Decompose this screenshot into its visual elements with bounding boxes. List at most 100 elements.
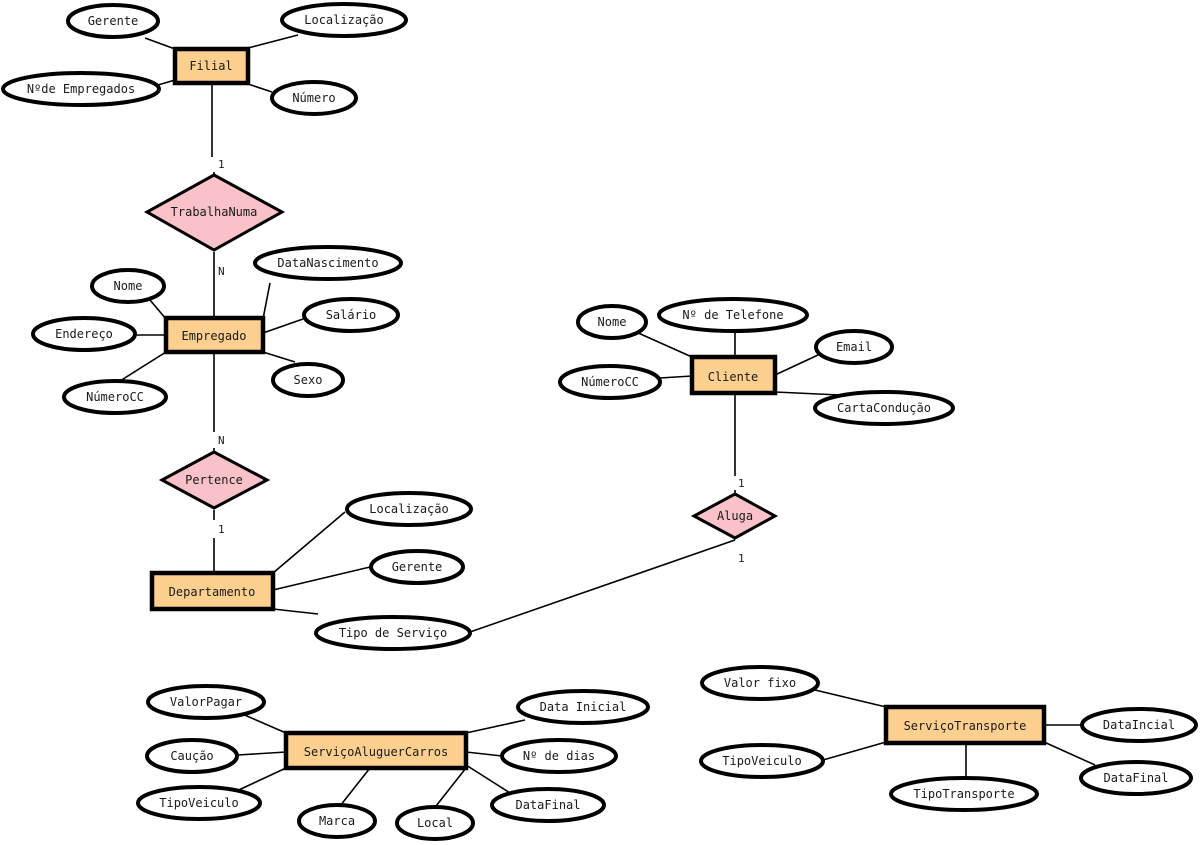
relationship-label: Aluga	[717, 509, 753, 523]
entity-label: Departamento	[169, 585, 256, 599]
attribute-filial-numero[interactable]: Número	[270, 80, 358, 116]
attribute-label: Gerente	[88, 14, 139, 28]
attribute-ellipse	[500, 738, 618, 774]
attribute-cliente-telefone[interactable]: Nº de Telefone	[657, 297, 809, 333]
attribute-aluguer-num-dias[interactable]: Nº de dias	[500, 738, 618, 774]
attribute-label: Caução	[170, 749, 213, 763]
entity-label: ServiçoTransporte	[904, 719, 1027, 733]
attribute-departamento-tipo-servico[interactable]: Tipo de Serviço	[314, 615, 472, 651]
attribute-label: TipoVeiculo	[722, 754, 801, 768]
attribute-label: DataIncial	[1103, 718, 1175, 732]
entity-box	[172, 46, 251, 86]
attribute-label: Localização	[369, 502, 448, 516]
attribute-filial-n-empregados[interactable]: Nºde Empregados	[1, 71, 161, 107]
attribute-cliente-carta-conducao[interactable]: CartaCondução	[813, 390, 955, 426]
attribute-ellipse	[657, 297, 809, 333]
cardinality-labels: 1 N N 1 1 1	[218, 158, 745, 565]
attribute-label: NúmeroCC	[86, 390, 144, 404]
attribute-label: DataNascimento	[277, 256, 378, 270]
attribute-empregado-sexo[interactable]: Sexo	[271, 362, 345, 398]
relationship-pertence[interactable]: Pertence	[158, 450, 271, 510]
attribute-ellipse	[490, 787, 606, 823]
attribute-filial-gerente[interactable]: Gerente	[66, 3, 160, 39]
cardinality-empregado-pertence: N	[218, 434, 225, 447]
attribute-ellipse	[66, 3, 160, 39]
attribute-ellipse	[297, 803, 377, 839]
attribute-label: Nº de Telefone	[682, 308, 783, 322]
attribute-aluguer-valor-pagar[interactable]: ValorPagar	[146, 684, 266, 720]
attribute-cliente-email[interactable]: Email	[814, 329, 894, 365]
attribute-label: Tipo de Serviço	[339, 626, 447, 640]
attribute-aluguer-data-final[interactable]: DataFinal	[490, 787, 606, 823]
cardinality-aluga-departamento: 1	[738, 552, 745, 565]
attribute-ellipse	[813, 390, 955, 426]
attribute-aluguer-data-inicial[interactable]: Data Inicial	[516, 689, 650, 725]
attribute-label: Salário	[326, 308, 377, 322]
attribute-label: Sexo	[294, 373, 323, 387]
attribute-empregado-nome[interactable]: Nome	[90, 268, 166, 304]
entity-empregado[interactable]: Empregado	[163, 315, 266, 355]
attribute-transporte-tipo-veiculo[interactable]: TipoVeiculo	[699, 743, 825, 779]
cardinality-filial-trabalha: 1	[218, 158, 225, 171]
attribute-label: DataFinal	[1103, 771, 1168, 785]
relationship-label: TrabalhaNuma	[171, 205, 258, 219]
attribute-transporte-valor-fixo[interactable]: Valor fixo	[700, 665, 820, 701]
relationship-diamond	[143, 173, 286, 252]
cardinality-pertence-departamento: 1	[218, 523, 225, 536]
entity-box	[163, 315, 266, 355]
entity-box	[883, 704, 1047, 746]
attribute-label: TipoTransporte	[913, 787, 1014, 801]
entity-cliente[interactable]: Cliente	[689, 354, 778, 396]
attribute-transporte-tipo-transporte[interactable]: TipoTransporte	[889, 776, 1039, 812]
attribute-ellipse	[145, 738, 239, 774]
attribute-ellipse	[558, 364, 662, 400]
attribute-label: Localização	[304, 13, 383, 27]
attribute-aluguer-local[interactable]: Local	[395, 805, 475, 841]
attribute-ellipse	[1080, 707, 1198, 743]
entity-departamento[interactable]: Departamento	[149, 570, 276, 612]
attribute-label: Marca	[319, 814, 355, 828]
attribute-label: Local	[417, 816, 453, 830]
connector-lines	[119, 34, 1096, 807]
attribute-label: NúmeroCC	[581, 375, 639, 389]
attribute-transporte-data-incial[interactable]: DataIncial	[1080, 707, 1198, 743]
attribute-departamento-gerente[interactable]: Gerente	[369, 549, 465, 585]
entity-filial[interactable]: Filial	[172, 46, 251, 86]
attribute-ellipse	[700, 665, 820, 701]
attribute-cliente-nome[interactable]: Nome	[576, 304, 648, 340]
attribute-empregado-salario[interactable]: Salário	[302, 297, 400, 333]
attribute-ellipse	[270, 80, 358, 116]
attribute-transporte-data-final[interactable]: DataFinal	[1079, 760, 1193, 796]
attribute-ellipse	[1079, 760, 1193, 796]
entity-box	[283, 730, 469, 771]
attribute-empregado-data-nascimento[interactable]: DataNascimento	[253, 245, 403, 281]
attribute-aluguer-caucao[interactable]: Caução	[145, 738, 239, 774]
attribute-label: TipoVeiculo	[159, 796, 238, 810]
entity-label: Filial	[189, 59, 232, 73]
attribute-label: Gerente	[392, 560, 443, 574]
attribute-ellipse	[136, 785, 262, 821]
attribute-ellipse	[146, 684, 266, 720]
attribute-aluguer-marca[interactable]: Marca	[297, 803, 377, 839]
cardinality-trabalha-empregado: N	[218, 265, 225, 278]
attribute-ellipse	[90, 268, 166, 304]
attribute-label: Data Inicial	[540, 700, 627, 714]
entity-servico-transporte[interactable]: ServiçoTransporte	[883, 704, 1047, 746]
attribute-empregado-numero-cc[interactable]: NúmeroCC	[62, 379, 168, 415]
attribute-aluguer-tipo-veiculo[interactable]: TipoVeiculo	[136, 785, 262, 821]
attribute-label: Nome	[598, 315, 627, 329]
attribute-filial-localizacao[interactable]: Localização	[280, 2, 408, 38]
relationship-aluga[interactable]: Aluga	[690, 492, 779, 540]
attribute-label: ValorPagar	[170, 695, 242, 709]
attribute-cliente-numero-cc[interactable]: NúmeroCC	[558, 364, 662, 400]
attribute-ellipse	[576, 304, 648, 340]
entity-servico-aluguer-carros[interactable]: ServiçoAluguerCarros	[283, 730, 469, 771]
attribute-empregado-endereco[interactable]: Endereço	[31, 316, 137, 352]
attribute-ellipse	[253, 245, 403, 281]
relationship-trabalha-numa[interactable]: TrabalhaNuma	[143, 173, 286, 252]
attribute-ellipse	[280, 2, 408, 38]
attribute-label: Nº de dias	[523, 749, 595, 763]
relationship-label: Pertence	[185, 473, 243, 487]
attribute-departamento-localizacao[interactable]: Localização	[345, 491, 473, 527]
